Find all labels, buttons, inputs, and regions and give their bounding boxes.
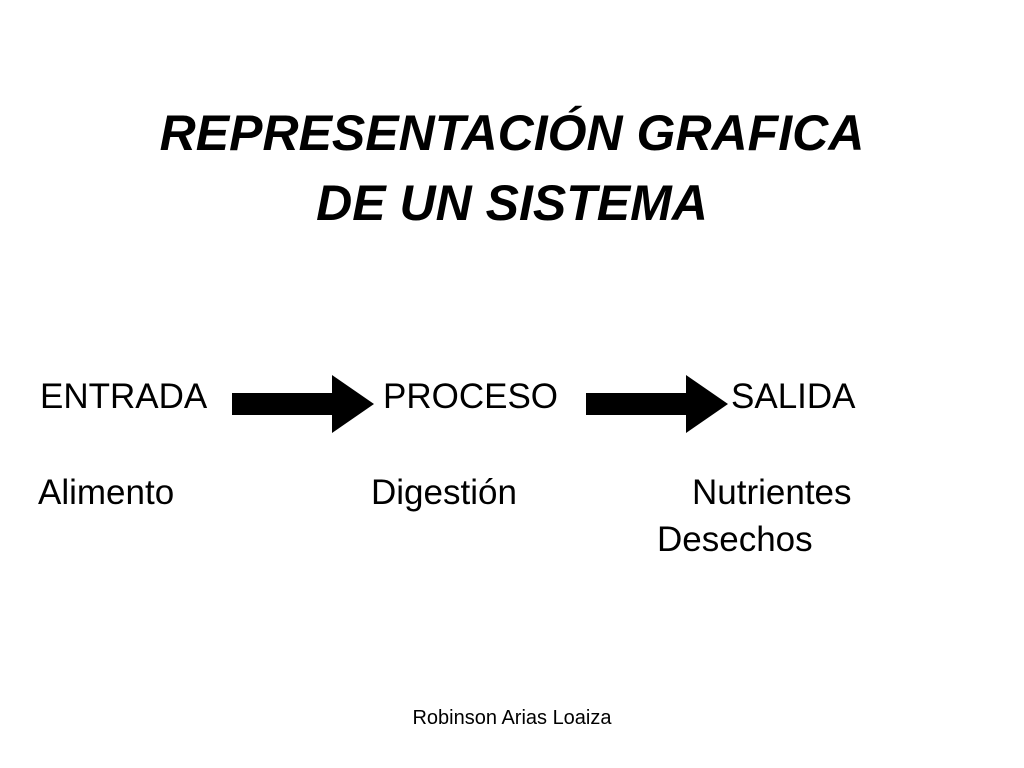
example-output-waste: Desechos	[657, 520, 813, 559]
arrow-right-icon	[586, 375, 728, 433]
slide-title-line-1: REPRESENTACIÓN GRAFICA	[159, 105, 865, 161]
example-output-nutrients: Nutrientes	[692, 473, 852, 512]
stage-output-label: SALIDA	[731, 377, 856, 416]
stage-input-label: ENTRADA	[40, 377, 208, 416]
arrow-right-icon	[232, 375, 374, 433]
example-input: Alimento	[38, 473, 175, 512]
stage-process-label: PROCESO	[383, 377, 559, 416]
example-process: Digestión	[371, 473, 517, 512]
footer-author: Robinson Arias Loaiza	[412, 707, 612, 729]
slide-title: REPRESENTACIÓN GRAFICA DE UN SISTEMA	[30, 98, 994, 238]
slide-title-line-2: DE UN SISTEMA	[316, 175, 708, 231]
